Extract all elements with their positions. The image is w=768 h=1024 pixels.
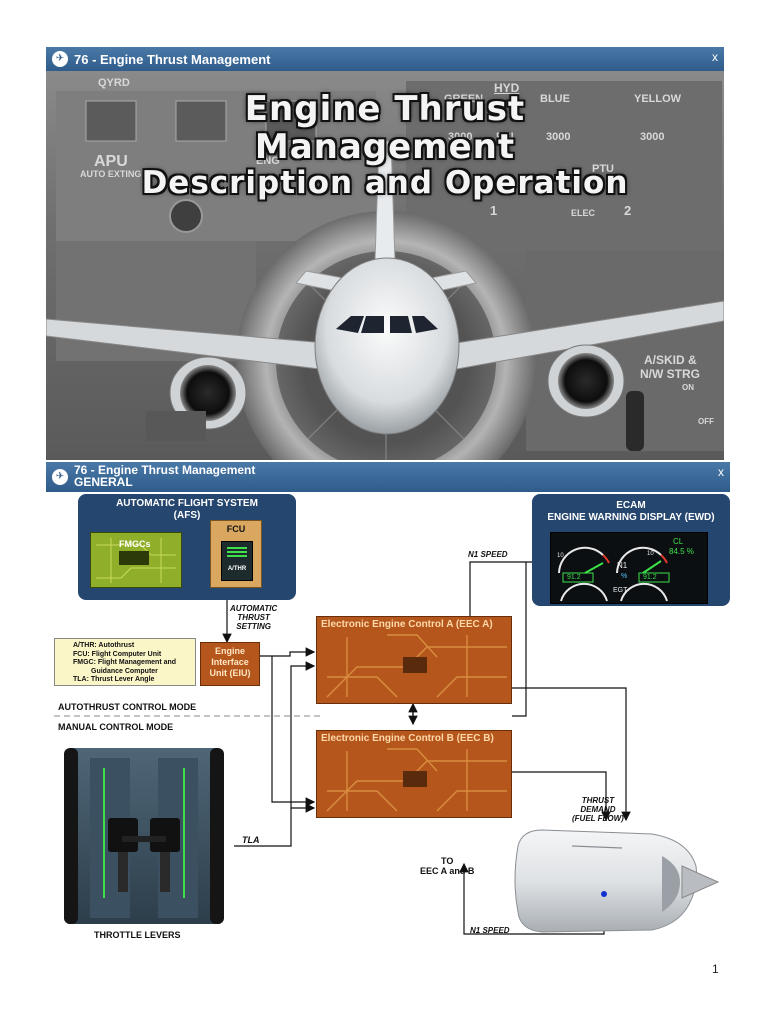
panel-label-ptu: PTU: [592, 163, 614, 175]
abbreviation-legend: A/THR: Autothrust FCU: Flight Computer U…: [54, 638, 196, 686]
overhead-panel-illustration: [46, 81, 724, 460]
engine-thrust-diagram: AUTOMATIC FLIGHT SYSTEM (AFS) FMGCs FCU …: [46, 492, 730, 952]
ewd-tick-right: 10: [647, 551, 654, 557]
panel-label-elec: ELEC: [571, 208, 596, 218]
slide2-header-subtitle: GENERAL: [74, 475, 133, 489]
panel-label-apu: APU: [94, 153, 128, 170]
ewd-n1-left: 91.2: [567, 574, 581, 581]
panel-label-hyd: HYD: [494, 81, 520, 95]
panel-psi-2: 3000: [546, 131, 571, 143]
thrust-demand-label: THRUST DEMAND (FUEL FLOW): [572, 796, 624, 823]
engine-nacelle-image: [514, 829, 720, 933]
panel-label-on: ON: [682, 383, 694, 392]
ecam-panel: ECAM ENGINE WARNING DISPLAY (EWD) CL: [532, 494, 730, 606]
circuit-board-icon: [326, 634, 507, 698]
slide1-header: ✈ 76 - Engine Thrust Management x: [46, 47, 724, 71]
athr-label: A/THR: [227, 566, 247, 572]
close-icon[interactable]: x: [718, 465, 724, 479]
panel-label-auto-exting: AUTO EXTING: [80, 169, 142, 179]
slide1-header-title: 76 - Engine Thrust Management: [74, 51, 271, 67]
to-eec-label: TO EEC A and B: [420, 856, 475, 876]
globe-logo-icon: ✈: [52, 469, 68, 485]
circuit-board-icon: [96, 538, 176, 583]
ewd-cl-value: 84.5 %: [669, 547, 694, 556]
title-line-2: Management: [254, 127, 516, 167]
diagram-connectors: [54, 561, 631, 935]
automatic-thrust-setting-label: AUTOMATIC THRUST SETTING: [230, 604, 278, 631]
circuit-board-icon: [326, 748, 507, 812]
throttle-levers-image: [64, 748, 224, 924]
n1-gauge-icon: [558, 546, 670, 602]
slide2-header-title: 76 - Engine Thrust Management: [74, 463, 256, 477]
throttle-levers-label: THROTTLE LEVERS: [94, 930, 181, 940]
eec-b-box: Electronic Engine Control B (EEC B): [316, 730, 512, 818]
panel-label-off: OFF: [698, 417, 714, 426]
panel-psi-1: 3000: [448, 131, 473, 143]
panel-label-1: 1: [490, 203, 498, 218]
panel-label-green: GREEN: [444, 93, 484, 105]
fmgc-board: FMGCs: [90, 532, 182, 588]
title-line-1: Engine Thrust: [244, 89, 526, 129]
manual-mode-label: MANUAL CONTROL MODE: [58, 722, 174, 732]
afs-panel: AUTOMATIC FLIGHT SYSTEM (AFS) FMGCs FCU …: [78, 494, 296, 600]
ewd-egt: EGT: [613, 587, 628, 594]
ewd-pct: %: [621, 573, 628, 580]
globe-logo-icon: ✈: [52, 51, 68, 67]
eec-b-label: Electronic Engine Control B (EEC B): [321, 733, 494, 744]
panel-label-eng: ENG: [256, 155, 280, 167]
fcu-panel: FCU A/THR: [210, 520, 262, 588]
page-number: 1: [712, 962, 719, 976]
title-line-3: Description and Operation: [141, 165, 629, 201]
afs-subtitle: (AFS): [173, 510, 201, 521]
athr-button[interactable]: A/THR: [221, 541, 253, 581]
autothrust-mode-label: AUTOTHRUST CONTROL MODE: [58, 702, 197, 712]
panel-label-nwstrg: N/W STRG: [640, 367, 700, 381]
panel-label-yellow: YELLOW: [634, 93, 682, 105]
panel-label-qyrd: QYRD: [98, 77, 130, 89]
afs-title: AUTOMATIC FLIGHT SYSTEM: [116, 498, 258, 509]
throttle-quadrant-icon: [64, 748, 224, 924]
panel-psi-3: 3000: [640, 131, 665, 143]
n1-speed-bottom-label: N1 SPEED: [470, 926, 510, 935]
panel-label-blue: BLUE: [540, 93, 570, 105]
ewd-cl: CL: [673, 537, 684, 546]
slide2-header: ✈ 76 - Engine Thrust Management GENERAL …: [46, 462, 730, 492]
fmgc-label: FMGCs: [119, 539, 151, 549]
ecam-title: ECAM: [616, 500, 646, 511]
eec-a-label: Electronic Engine Control A (EEC A): [321, 619, 493, 630]
fcu-label: FCU: [226, 524, 246, 534]
ewd-n1: N1: [617, 561, 628, 570]
close-icon[interactable]: x: [712, 50, 718, 64]
panel-label-askid: A/SKID &: [644, 353, 697, 367]
panel-psi-label: PSI: [496, 131, 514, 143]
panel-label-2: 2: [624, 203, 632, 218]
ewd-n1-right: 91.2: [643, 574, 657, 581]
ewd-tick-left: 10: [557, 553, 564, 559]
n1-speed-top-label: N1 SPEED: [468, 550, 508, 559]
eec-a-box: Electronic Engine Control A (EEC A): [316, 616, 512, 704]
eiu-box: Engine Interface Unit (EIU): [200, 642, 260, 686]
tla-label: TLA: [242, 835, 260, 845]
ecam-subtitle: ENGINE WARNING DISPLAY (EWD): [547, 512, 715, 523]
ewd-screen: CL 84.5 % N1 % 91.2 91.2 EGT 10 10: [550, 532, 708, 604]
title-slide-image: QYRD HYD GREEN BLUE YELLOW 3000 PSI 3000…: [46, 71, 724, 460]
